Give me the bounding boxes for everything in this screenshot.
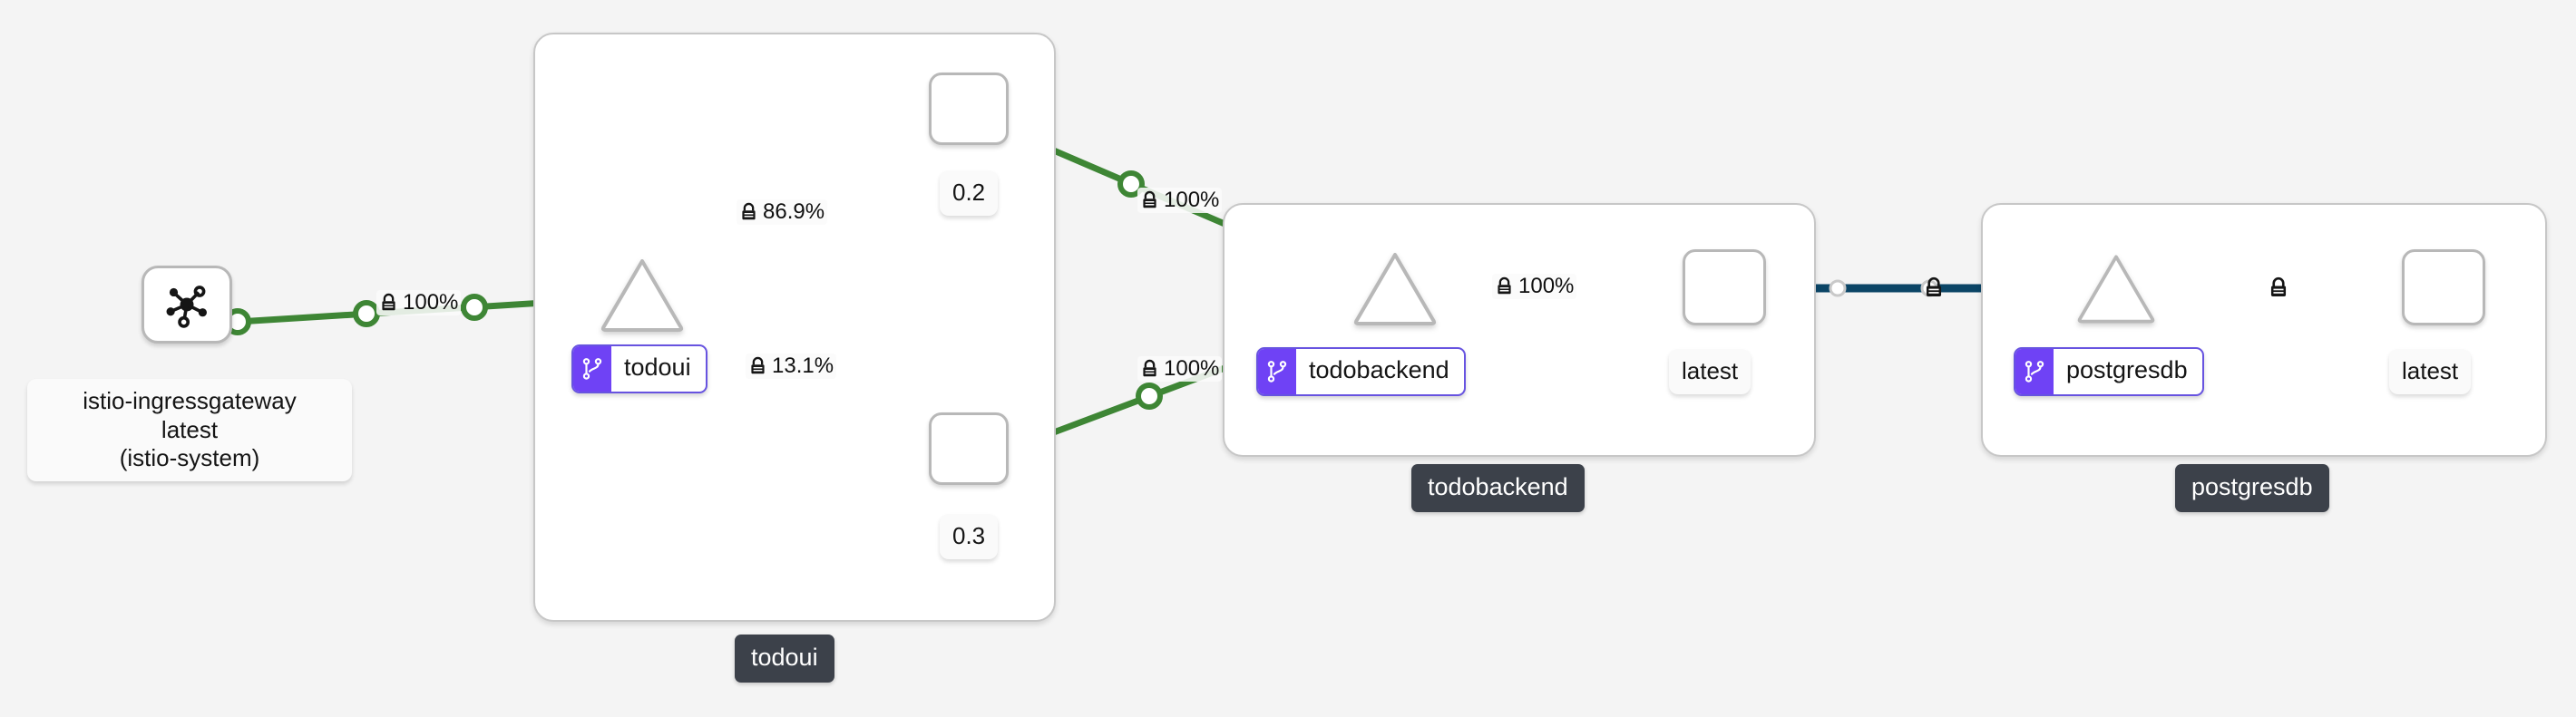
chip-postgresdb[interactable]: postgresdb <box>2014 347 2204 396</box>
node-todoui-service[interactable] <box>599 256 684 332</box>
node-label-todobackend-latest: latest <box>1669 349 1751 394</box>
mtls-lock-icon <box>2268 276 2287 296</box>
mtls-lock-icon <box>748 356 767 376</box>
edge-percent-todoui-to-v02: 86.9% <box>763 199 825 224</box>
workload-node-shape-backend-latest[interactable] <box>1683 249 1766 325</box>
workload-node-shape-v03[interactable] <box>929 412 1009 485</box>
workload-icon <box>2015 349 2054 394</box>
namespace-badge-todobackend[interactable]: todobackend <box>1411 464 1585 512</box>
node-postgresdb-service[interactable] <box>2075 249 2155 324</box>
edge-label-todoui-to-v02[interactable]: 86.9% <box>737 199 828 225</box>
mtls-lock-icon <box>379 293 398 313</box>
edge-percent-ingress-to-todoui: 100% <box>403 290 459 315</box>
node-label-istio-ingressgateway: istio-ingressgateway latest (istio-syste… <box>27 379 352 482</box>
node-label-postgresdb-latest: latest <box>2389 349 2472 394</box>
mtls-lock-icon <box>1923 276 1942 296</box>
group-box-todobackend[interactable] <box>1223 203 1816 457</box>
chip-postgresdb-label: postgresdb <box>2066 356 2188 383</box>
node-label-todoui-v03: 0.3 <box>940 514 999 559</box>
edge-label-ingress-to-todoui[interactable]: 100% <box>376 290 462 315</box>
namespace-badge-postgresdb[interactable]: postgresdb <box>2175 464 2329 512</box>
edge-label-postgresdb-to-latest[interactable] <box>2265 275 2289 298</box>
group-box-postgresdb[interactable] <box>1981 203 2547 457</box>
chip-todobackend[interactable]: todobackend <box>1256 347 1466 396</box>
workload-icon <box>1258 349 1296 394</box>
edge-label-v02-to-todobackend[interactable]: 100% <box>1137 188 1223 213</box>
ingress-label-line-1: istio-ingressgateway <box>83 387 297 414</box>
edge-percent-todobackend-to-latest: 100% <box>1518 274 1575 298</box>
node-todobackend-service[interactable] <box>1351 249 1437 325</box>
workload-icon <box>573 346 611 392</box>
chip-todoui-label: todoui <box>624 354 691 381</box>
workload-node-shape-v02[interactable] <box>929 73 1009 145</box>
mtls-lock-icon <box>1495 276 1514 296</box>
mtls-lock-icon <box>739 202 758 222</box>
mtls-lock-icon <box>1140 190 1159 210</box>
namespace-badge-todoui[interactable]: todoui <box>735 635 834 683</box>
edge-label-v03-to-todobackend[interactable]: 100% <box>1137 356 1223 382</box>
edge-percent-v02-to-todobackend: 100% <box>1164 188 1220 212</box>
edge-label-todoui-to-v03[interactable]: 13.1% <box>746 354 837 379</box>
edge-percent-todoui-to-v03: 13.1% <box>772 354 834 378</box>
chip-todobackend-label: todobackend <box>1309 356 1449 383</box>
edge-label-todobackend-to-latest[interactable]: 100% <box>1492 274 1577 299</box>
node-label-todoui-v02: 0.2 <box>940 170 999 216</box>
edge-percent-v03-to-todobackend: 100% <box>1164 356 1220 381</box>
ingress-label-line-3: (istio-system) <box>119 444 260 472</box>
chip-todoui[interactable]: todoui <box>571 344 707 393</box>
edge-label-todobackend-to-postgresdb[interactable] <box>1920 275 1945 298</box>
istio-mesh-icon <box>159 276 215 333</box>
mtls-lock-icon <box>1140 359 1159 379</box>
workload-node-shape-pg-latest[interactable] <box>2402 249 2485 325</box>
ingress-label-line-2: latest <box>161 415 219 443</box>
